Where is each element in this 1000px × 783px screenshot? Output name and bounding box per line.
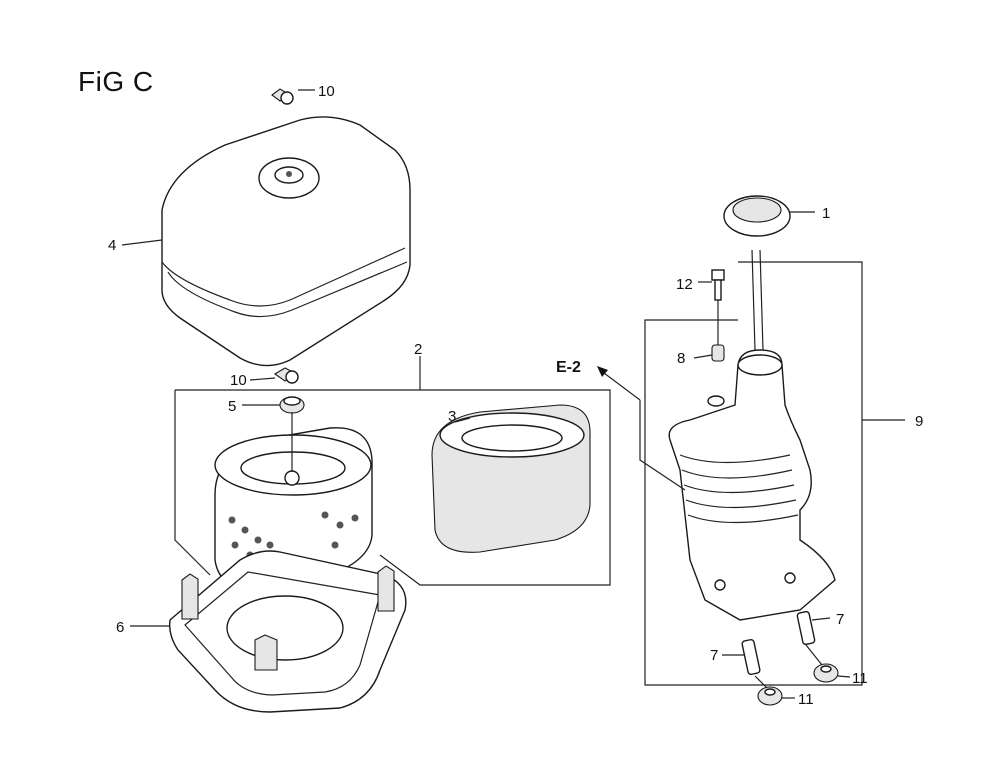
callout-1: 1 (822, 205, 830, 222)
callout-2: 2 (414, 341, 422, 358)
figure-title: FiG C (78, 66, 154, 97)
seal-ring (723, 195, 791, 237)
callout-6: 6 (116, 619, 124, 636)
callout-7-right: 7 (836, 611, 844, 628)
bolt (711, 269, 725, 301)
collar (711, 344, 725, 362)
callout-9: 9 (915, 413, 923, 430)
grommet (279, 396, 305, 414)
callout-8: 8 (677, 350, 685, 367)
air-filter-element (214, 412, 373, 592)
callout-5: 5 (228, 398, 236, 415)
callout-4: 4 (108, 237, 116, 254)
reference-e2: E-2 (556, 359, 581, 376)
callout-7-left: 7 (710, 647, 718, 664)
flange-nut (757, 663, 839, 706)
air-cleaner-cover (161, 116, 411, 367)
callout-3: 3 (448, 408, 456, 425)
air-cleaner-base (168, 550, 407, 713)
callout-10-top: 10 (318, 83, 335, 100)
callout-12: 12 (676, 276, 693, 293)
group-bracket-9 (644, 261, 905, 686)
wing-nut-lower (273, 367, 299, 384)
callout-labels: 10 4 2 10 5 3 6 1 12 8 E-2 9 7 7 11 11 (108, 83, 923, 708)
callout-10-lower: 10 (230, 372, 247, 389)
foam-element (431, 404, 591, 553)
leader-lines (121, 89, 851, 699)
wing-nut-top (271, 88, 294, 105)
pin-stud (741, 610, 816, 676)
group-bracket-2 (174, 356, 611, 586)
callout-11-lower: 11 (798, 691, 814, 708)
elbow-case (668, 249, 836, 621)
callout-11-right: 11 (852, 670, 868, 687)
